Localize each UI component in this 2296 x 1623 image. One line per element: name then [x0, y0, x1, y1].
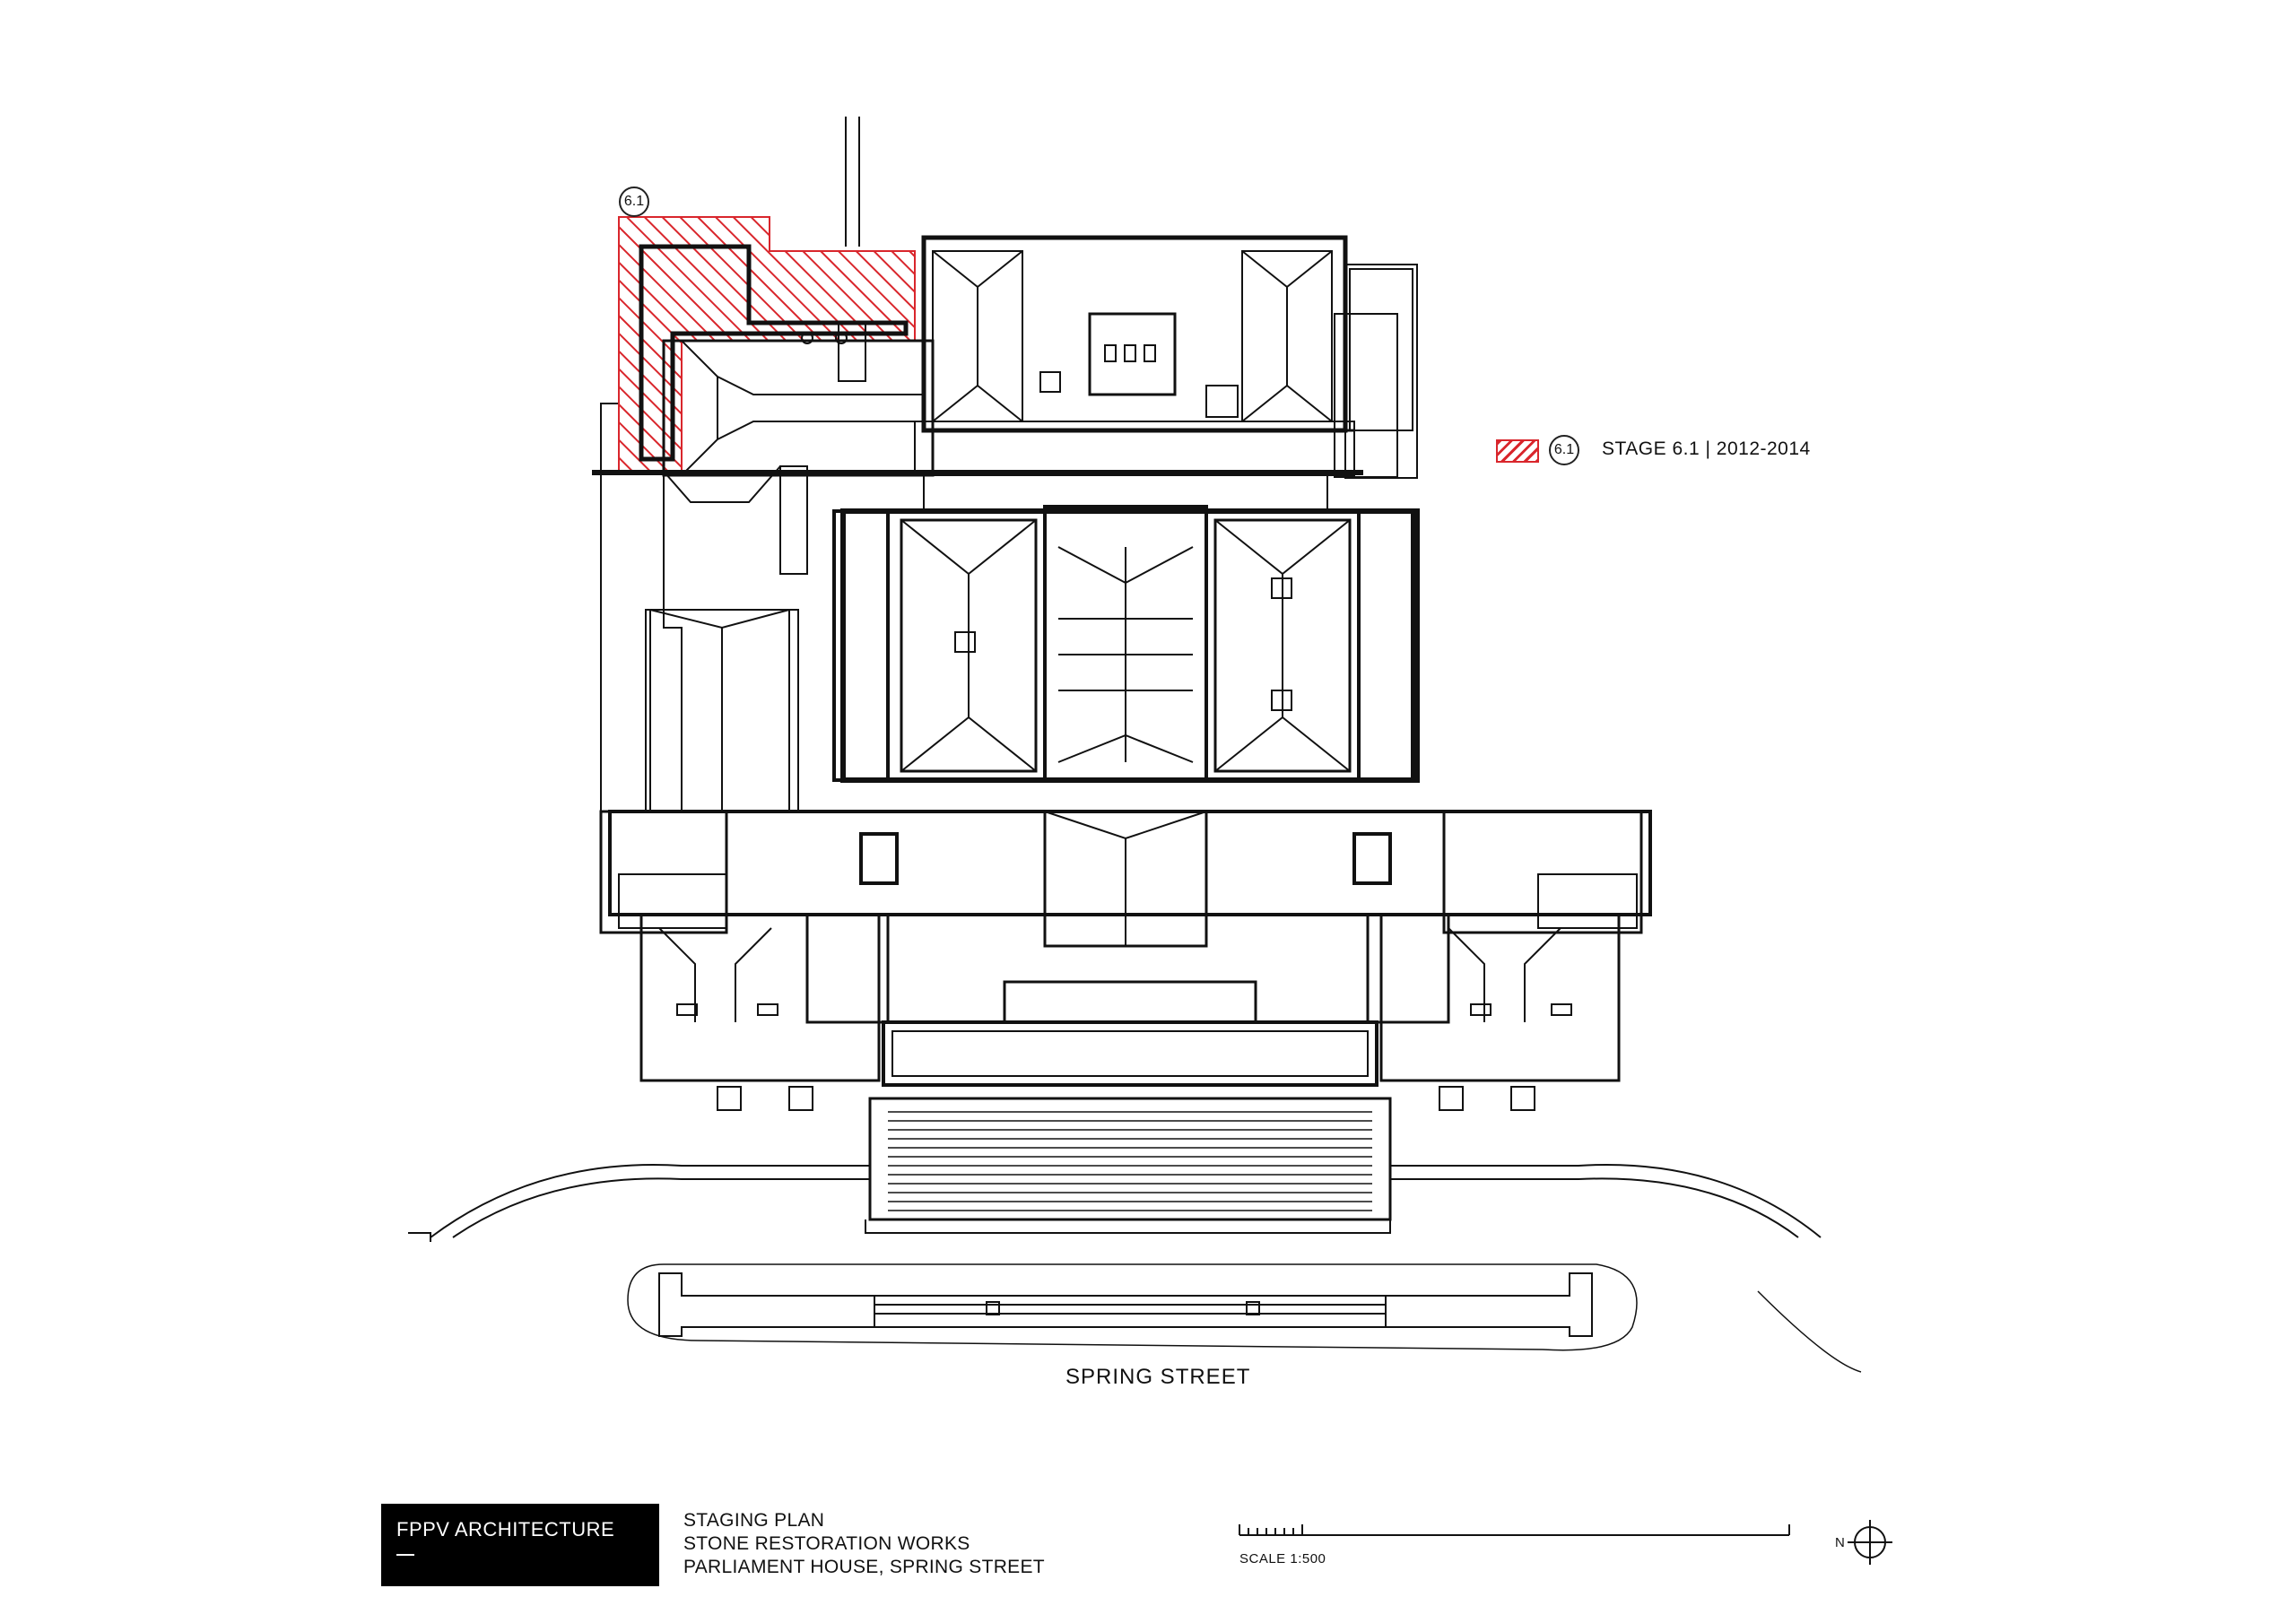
title-line-1: STAGING PLAN: [683, 1510, 825, 1531]
scale-label: SCALE 1:500: [1239, 1551, 1326, 1567]
firm-dash: [396, 1554, 414, 1556]
legend-marker: 6.1: [1549, 435, 1579, 465]
north-label: N: [1835, 1535, 1845, 1550]
title-line-2: STONE RESTORATION WORKS: [683, 1533, 970, 1554]
street-label: SPRING STREET: [1065, 1365, 1251, 1389]
legend-hatch-swatch: [1496, 439, 1539, 463]
firm-name: FPPV ARCHITECTURE: [396, 1518, 615, 1541]
scale-bar: [1239, 1524, 1790, 1536]
firm-block: FPPV ARCHITECTURE: [381, 1504, 659, 1586]
legend-label: STAGE 6.1 | 2012-2014: [1602, 438, 1811, 459]
north-arrow-icon: [1848, 1520, 1892, 1565]
title-line-3: PARLIAMENT HOUSE, SPRING STREET: [683, 1557, 1045, 1577]
area-marker-6-1: 6.1: [619, 187, 649, 217]
